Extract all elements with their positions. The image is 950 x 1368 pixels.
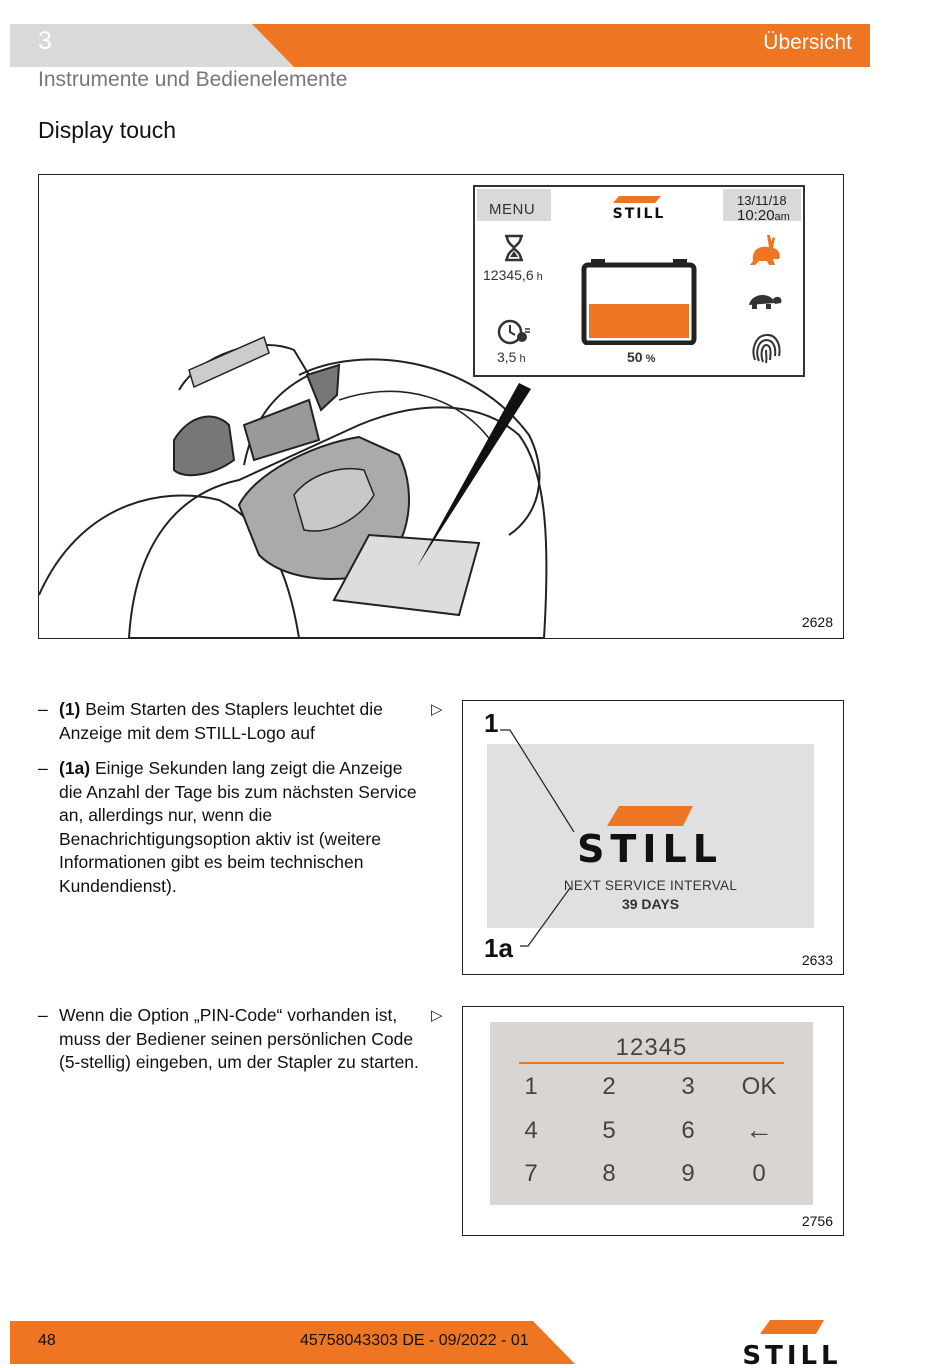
figure-pointer-arrow-icon: ▷ — [431, 701, 443, 718]
svg-text:STILL: STILL — [577, 827, 723, 870]
subchapter-title: Instrumente und Bedienelemente — [38, 68, 348, 91]
key-9[interactable]: 9 — [681, 1160, 695, 1187]
backspace-icon[interactable]: ← — [745, 1114, 773, 1145]
display-time: 10:20am — [737, 207, 790, 224]
display-date: 13/11/18 — [737, 193, 787, 208]
battery-icon — [581, 259, 697, 345]
turtle-icon[interactable] — [745, 287, 785, 311]
figure-number: 2633 — [801, 952, 833, 968]
figure-pointer-arrow-icon: ▷ — [431, 1007, 443, 1024]
fingerprint-icon[interactable] — [749, 330, 783, 366]
key-0[interactable]: 0 — [752, 1160, 766, 1187]
key-3[interactable]: 3 — [681, 1073, 695, 1100]
document-number: 45758043303 DE - 09/2022 - 01 — [300, 1332, 529, 1349]
key-7[interactable]: 7 — [524, 1160, 538, 1187]
still-logo-small: STILL — [613, 196, 666, 220]
svg-text:STILL: STILL — [742, 1341, 841, 1366]
section-title: Display touch — [38, 117, 177, 143]
key-8[interactable]: 8 — [602, 1160, 616, 1187]
callout-1: 1 — [484, 708, 499, 738]
display-menu-button[interactable]: MENU — [489, 201, 536, 218]
chapter-title: Übersicht — [763, 31, 852, 54]
touch-display-screen: MENU STILL 13/11/18 10:20am 12345,6 h 3,… — [473, 185, 805, 377]
key-1[interactable]: 1 — [524, 1073, 538, 1100]
startup-screen — [487, 744, 814, 928]
service-hours: 3,5 h — [497, 349, 526, 365]
service-clock-icon — [497, 319, 530, 345]
header-orange-band — [252, 24, 870, 67]
pin-entry-screen — [490, 1022, 813, 1205]
operating-hours: 12345,6 h — [483, 267, 543, 283]
chapter-number: 3 — [38, 27, 52, 55]
key-ok[interactable]: OK — [741, 1073, 777, 1100]
callout-1a: 1a — [484, 933, 513, 963]
still-logo-footer: STILL — [742, 1320, 841, 1366]
item-text: Beim Starten des Staplers leuchtet die A… — [59, 699, 383, 743]
rabbit-icon[interactable] — [747, 233, 785, 267]
callout-lines — [500, 729, 575, 947]
key-5[interactable]: 5 — [602, 1117, 616, 1144]
key-2[interactable]: 2 — [602, 1073, 616, 1100]
svg-text:STILL: STILL — [613, 206, 666, 220]
page-number: 48 — [38, 1332, 56, 1349]
header-grey-band — [10, 24, 300, 67]
figure-number: 2756 — [801, 1213, 833, 1229]
pin-divider — [519, 1062, 784, 1064]
tiller-illustration — [39, 335, 548, 638]
next-service-days: 39 DAYS — [621, 896, 680, 912]
hourglass-icon — [505, 234, 523, 262]
item-label: (1) — [59, 699, 81, 719]
item-label: (1a) — [59, 758, 91, 778]
footer-orange-band — [10, 1321, 575, 1364]
next-service-label: NEXT SERVICE INTERVAL — [563, 878, 738, 893]
key-4[interactable]: 4 — [524, 1117, 538, 1144]
still-logo-large: STILL — [577, 806, 723, 870]
display-logo-area — [551, 189, 723, 221]
pin-code-display: 12345 — [615, 1034, 688, 1061]
figure-number: 2628 — [801, 614, 833, 630]
item-text: Wenn die Option „PIN-Code“ vorhanden ist… — [59, 1005, 419, 1072]
item-text: Einige Sekunden lang zeigt die Anzeige d… — [59, 758, 417, 896]
key-6[interactable]: 6 — [681, 1117, 695, 1144]
battery-percent: 50 % — [627, 349, 656, 365]
